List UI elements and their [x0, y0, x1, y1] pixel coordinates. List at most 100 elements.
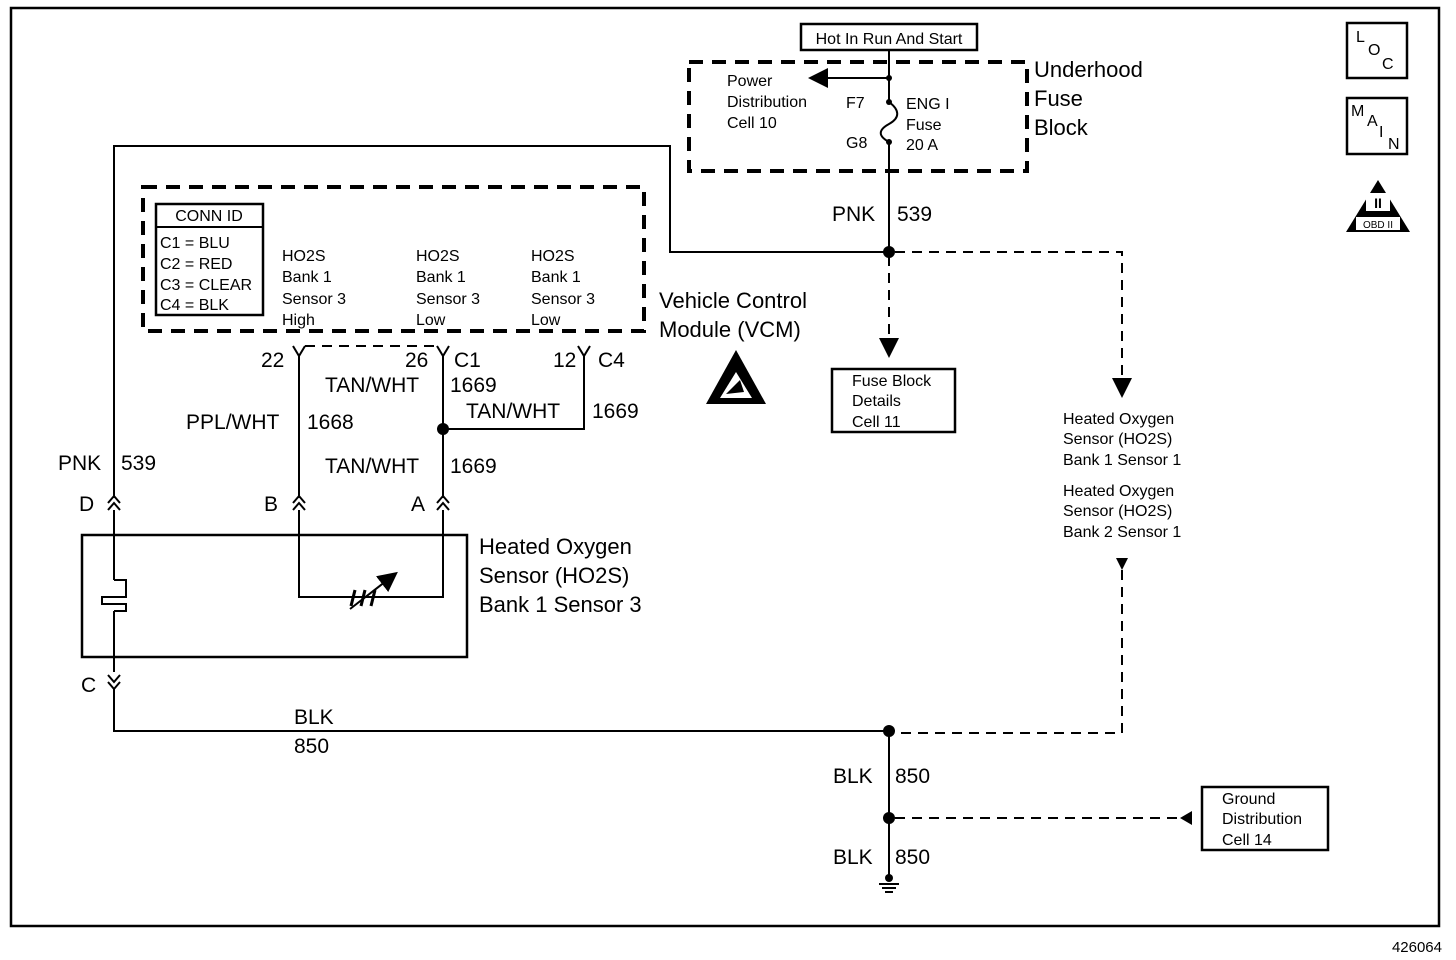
- svg-text:A: A: [1367, 113, 1378, 130]
- tan-wht-1669-c4-wire: [443, 356, 585, 430]
- svg-text:Sensor 3: Sensor 3: [531, 291, 595, 308]
- svg-text:Fuse Block: Fuse Block: [852, 373, 932, 390]
- reference-arrow-icon: [1116, 558, 1128, 570]
- blk-2-num: 850: [895, 846, 930, 869]
- hot-in-run-label: Hot In Run And Start: [799, 22, 979, 52]
- blk-1-num: 850: [895, 765, 930, 788]
- svg-text:Details: Details: [852, 393, 901, 410]
- connector-c-icon: [107, 674, 121, 691]
- svg-text:Vehicle Control: Vehicle Control: [659, 288, 807, 313]
- fuse-block-details-box[interactable]: Fuse Block Details Cell 11: [830, 367, 957, 434]
- diagram-border: [9, 6, 1441, 928]
- main-button[interactable]: M A I N: [1345, 96, 1409, 156]
- svg-text:Distribution: Distribution: [1222, 811, 1302, 828]
- svg-text:C4 = BLK: C4 = BLK: [160, 297, 229, 314]
- blk-1-color: BLK: [833, 765, 873, 788]
- svg-text:Ground: Ground: [1222, 791, 1275, 808]
- svg-text:C2 = RED: C2 = RED: [160, 256, 232, 273]
- svg-text:HO2S: HO2S: [531, 248, 575, 265]
- terminal-12-icon: [577, 345, 591, 358]
- svg-text:Bank 1: Bank 1: [282, 269, 332, 286]
- terminal-22-icon: [292, 345, 306, 358]
- ho2s-sensor-title: Heated Oxygen Sensor (HO2S) Bank 1 Senso…: [479, 534, 642, 617]
- svg-text:OBD II: OBD II: [1363, 220, 1393, 231]
- blk-850-ground-wire: [113, 689, 889, 732]
- fuse-symbol-icon: [879, 101, 899, 143]
- svg-text:C1 = BLU: C1 = BLU: [160, 235, 230, 252]
- ppl-wht-num: 1668: [307, 411, 354, 434]
- svg-text:Bank 1 Sensor 1: Bank 1 Sensor 1: [1063, 452, 1181, 469]
- tan-a-num: 1669: [450, 455, 497, 478]
- obd-ii-icon[interactable]: II OBD II: [1346, 180, 1410, 232]
- svg-text:Sensor (HO2S): Sensor (HO2S): [1063, 431, 1172, 448]
- terminal-26-icon: [436, 345, 450, 358]
- svg-text:II: II: [1374, 195, 1382, 211]
- vcm-title: Vehicle Control Module (VCM): [659, 288, 807, 342]
- svg-text:Block: Block: [1034, 115, 1089, 140]
- ground-distribution-box[interactable]: Ground Distribution Cell 14: [1200, 785, 1330, 852]
- svg-text:Hot In Run And Start: Hot In Run And Start: [816, 31, 963, 48]
- tan-c1-color: TAN/WHT: [325, 374, 419, 397]
- tan-c4-num: 1669: [592, 400, 639, 423]
- svg-text:Low: Low: [531, 312, 561, 329]
- blk-main-color: BLK: [294, 706, 334, 729]
- svg-text:Sensor (HO2S): Sensor (HO2S): [1063, 503, 1172, 520]
- conn-id-table: CONN ID C1 = BLU C2 = RED C3 = CLEAR C4 …: [154, 202, 265, 317]
- svg-text:CONN ID: CONN ID: [175, 208, 243, 225]
- splice-pnk: [883, 246, 895, 258]
- svg-text:High: High: [282, 312, 315, 329]
- pin-26-number: 26: [405, 349, 428, 372]
- svg-text:Heated Oxygen: Heated Oxygen: [1063, 411, 1174, 428]
- svg-text:Fuse: Fuse: [906, 117, 942, 134]
- svg-text:HO2S: HO2S: [416, 248, 460, 265]
- pin-label-12: HO2S Bank 1 Sensor 3 Low: [531, 248, 595, 329]
- tan-c4-color: TAN/WHT: [466, 400, 560, 423]
- svg-text:Cell 14: Cell 14: [1222, 832, 1272, 849]
- tan-a-color: TAN/WHT: [325, 455, 419, 478]
- svg-text:M: M: [1351, 103, 1364, 120]
- ppl-wht-color: PPL/WHT: [186, 411, 280, 434]
- svg-text:ENG I: ENG I: [906, 96, 950, 113]
- blk-main-num: 850: [294, 735, 329, 758]
- svg-text:Bank 1 Sensor 3: Bank 1 Sensor 3: [479, 592, 642, 617]
- underhood-fuse-block-outline: [687, 60, 1029, 173]
- pnk-539-top-color: PNK: [832, 203, 875, 226]
- svg-text:Bank 1: Bank 1: [416, 269, 466, 286]
- svg-text:C: C: [1382, 56, 1394, 73]
- ho2s-sensor-box: [80, 533, 469, 659]
- svg-text:L: L: [1356, 29, 1365, 46]
- fuse-terminal-f7: [886, 99, 892, 105]
- g8-label: G8: [846, 135, 867, 152]
- connector-c-label: C: [81, 674, 96, 697]
- heater-element-icon: [101, 579, 127, 612]
- esd-warning-icon: [706, 350, 766, 404]
- tan-c1-num: 1669: [450, 374, 497, 397]
- svg-text:Cell 10: Cell 10: [727, 115, 777, 132]
- pnk-539-feed-wire: [113, 145, 889, 498]
- connector-b-icon: [292, 494, 306, 511]
- variable-resistor-icon: [349, 571, 398, 610]
- svg-text:Cell 11: Cell 11: [852, 414, 901, 431]
- splice-dot: [886, 75, 892, 81]
- svg-text:Power: Power: [727, 73, 773, 90]
- ground-ref-arrow-icon: [1180, 811, 1192, 825]
- ho2s-bank1-sensor1-reference: Heated Oxygen Sensor (HO2S) Bank 1 Senso…: [1063, 411, 1181, 469]
- svg-text:Low: Low: [416, 312, 446, 329]
- pnk-539-left-num: 539: [121, 452, 156, 475]
- pnk-539-left-color: PNK: [58, 452, 101, 475]
- svg-text:C3 = CLEAR: C3 = CLEAR: [160, 277, 252, 294]
- svg-text:Sensor 3: Sensor 3: [282, 291, 346, 308]
- svg-text:Sensor 3: Sensor 3: [416, 291, 480, 308]
- splice-blk-lower: [883, 812, 895, 824]
- loc-button[interactable]: L O C: [1345, 21, 1409, 80]
- pin-12-number: 12: [553, 349, 576, 372]
- splice-tan: [437, 423, 449, 435]
- svg-text:Underhood: Underhood: [1034, 57, 1143, 82]
- svg-text:Fuse: Fuse: [1034, 86, 1083, 111]
- svg-text:O: O: [1368, 42, 1380, 59]
- connector-a-label: A: [411, 493, 425, 516]
- figure-number: 426064: [1392, 939, 1442, 956]
- sensor-signal-loop: [298, 510, 444, 598]
- svg-text:Sensor (HO2S): Sensor (HO2S): [479, 563, 629, 588]
